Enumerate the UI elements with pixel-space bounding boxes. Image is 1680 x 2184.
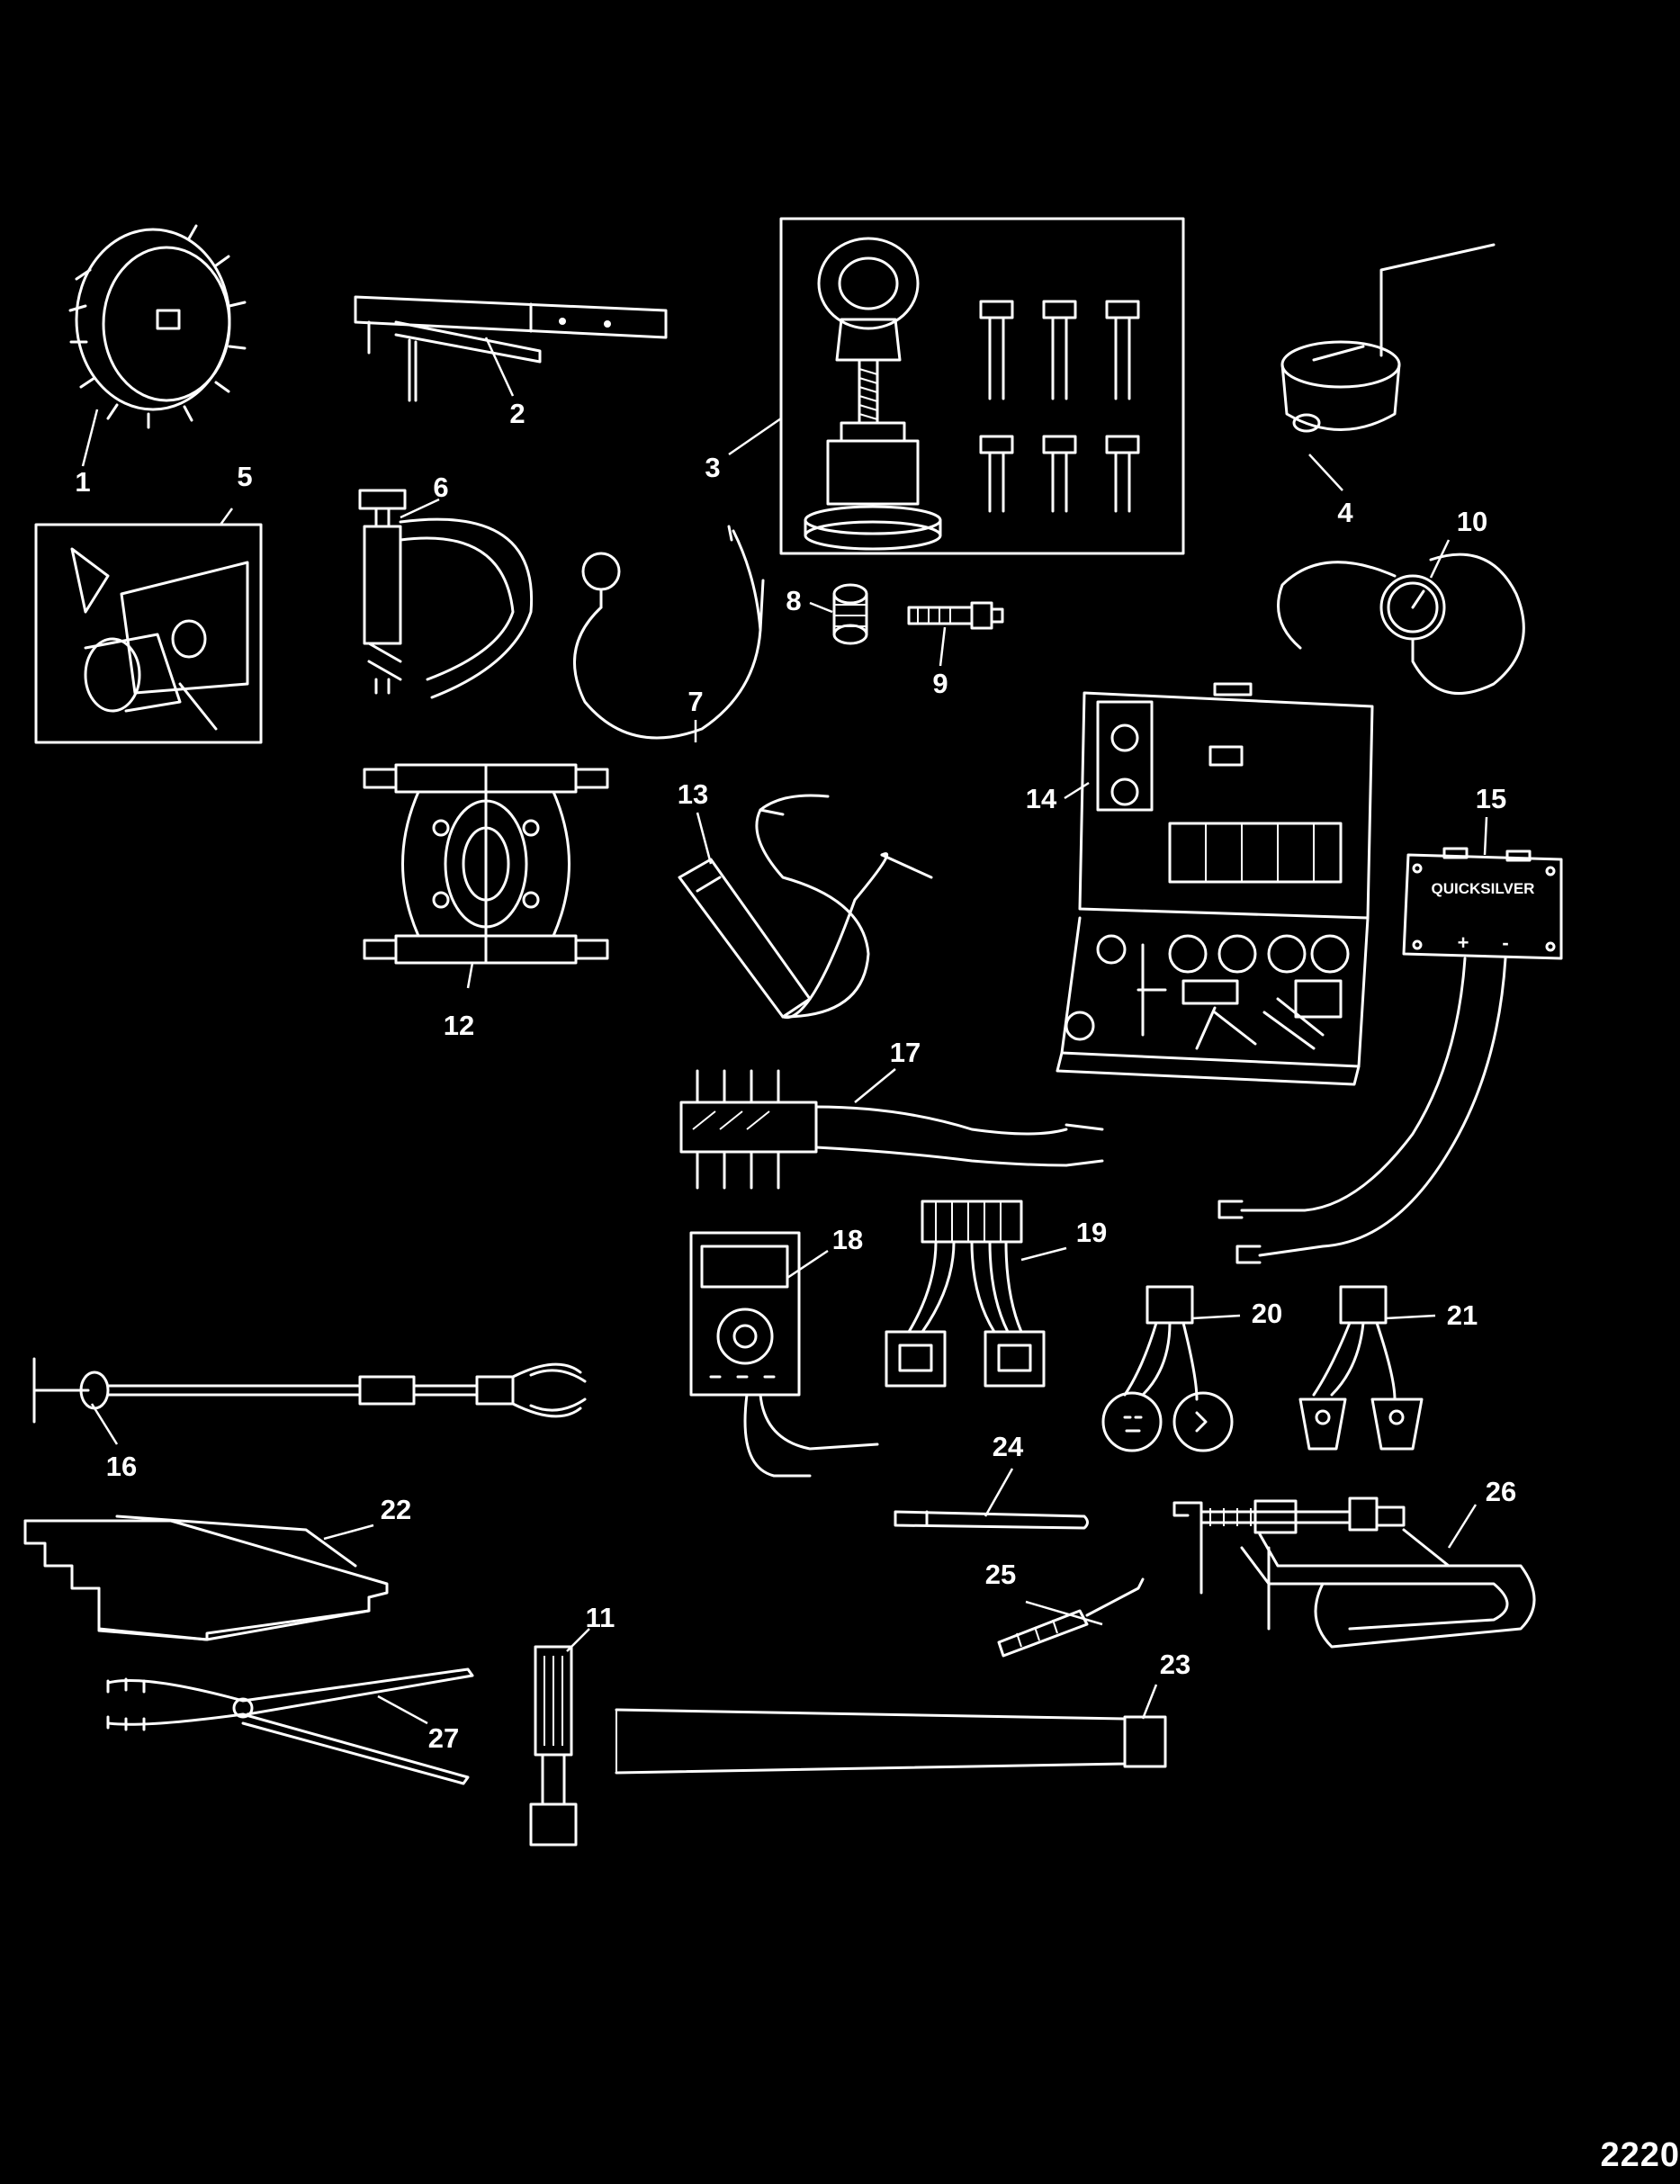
- callout-18: 18: [832, 1224, 863, 1255]
- callout-5: 5: [237, 461, 252, 492]
- tool-18-multimeter: [689, 1231, 879, 1478]
- callout-14: 14: [1026, 783, 1057, 814]
- callout-11: 11: [586, 1602, 615, 1633]
- tool-20-adapter: [1101, 1285, 1234, 1452]
- tool-27-pliers: [106, 1667, 474, 1785]
- tool-4-filter-cup: [1280, 243, 1496, 433]
- callout-23: 23: [1160, 1649, 1190, 1680]
- callout-21: 21: [1447, 1299, 1478, 1331]
- tool-19-harness: [885, 1200, 1046, 1388]
- tool-21-adapter: [1298, 1285, 1424, 1451]
- tool-5-boxed-tool: [34, 523, 263, 744]
- tool-11-driver-handle: [529, 1645, 578, 1847]
- tool-8-fitting: [832, 583, 868, 645]
- drawing-id-number: 2220: [1600, 2136, 1680, 2174]
- tool-22-wedge-block: [23, 1514, 389, 1641]
- leader-lines: [81, 337, 1488, 1725]
- tool-3-lifting-eye-kit: [779, 217, 1185, 555]
- callout-12: 12: [444, 1010, 474, 1041]
- callout-20: 20: [1252, 1298, 1282, 1329]
- callout-3: 3: [705, 452, 720, 483]
- tool-12-bearing-separator: [363, 763, 609, 965]
- callout-2: 2: [509, 398, 525, 429]
- callout-6: 6: [433, 472, 448, 503]
- callout-8: 8: [786, 585, 801, 616]
- callout-10: 10: [1457, 506, 1487, 537]
- callout-22: 22: [381, 1494, 411, 1525]
- callout-27: 27: [428, 1722, 459, 1754]
- tool-9-adapter: [907, 601, 1004, 630]
- callout-26: 26: [1486, 1476, 1516, 1507]
- tool-6-hand-pump: [358, 489, 534, 699]
- callout-15: 15: [1476, 783, 1506, 814]
- tool-13-test-light: [678, 794, 933, 1020]
- kit-bolts: [979, 300, 1140, 513]
- tool-2-holding-bar: [354, 295, 668, 402]
- tool-24-pin: [894, 1510, 1089, 1530]
- callout-7: 7: [687, 686, 703, 717]
- callout-1: 1: [75, 466, 90, 498]
- tool-23-driver-rod: [615, 1708, 1167, 1775]
- callout-24: 24: [993, 1431, 1024, 1462]
- terminal-plus-label: +: [1458, 931, 1469, 954]
- callout-17: 17: [890, 1037, 921, 1068]
- tool-1-filter-wrench: [68, 224, 247, 429]
- tool-17-spark-gap-tester: [679, 1069, 1104, 1190]
- callout-13: 13: [678, 778, 708, 810]
- tool-16-slide-hammer: [32, 1357, 587, 1424]
- callout-4: 4: [1337, 497, 1353, 528]
- callout-9: 9: [932, 668, 948, 699]
- tool-10-gauge: [1277, 553, 1525, 696]
- tool-7-pressure-gauge: [573, 525, 765, 740]
- callout-19: 19: [1076, 1217, 1107, 1248]
- tool-15-quicksilver-tester: QUICKSILVER + -: [1217, 847, 1563, 1264]
- callout-25: 25: [985, 1559, 1016, 1590]
- terminal-minus-label: -: [1502, 931, 1508, 954]
- callout-numbers: 1 2 3 4 5 6 7 8 9 10 11 12 13 14 15 16 1…: [75, 398, 1516, 1754]
- tester-brand-label: QUICKSILVER: [1432, 880, 1535, 897]
- tool-14-tool-case: [1056, 682, 1374, 1086]
- tool-25-hook-tool: [997, 1577, 1145, 1658]
- tool-26-c-clamp: [1172, 1496, 1536, 1649]
- callout-16: 16: [106, 1451, 137, 1482]
